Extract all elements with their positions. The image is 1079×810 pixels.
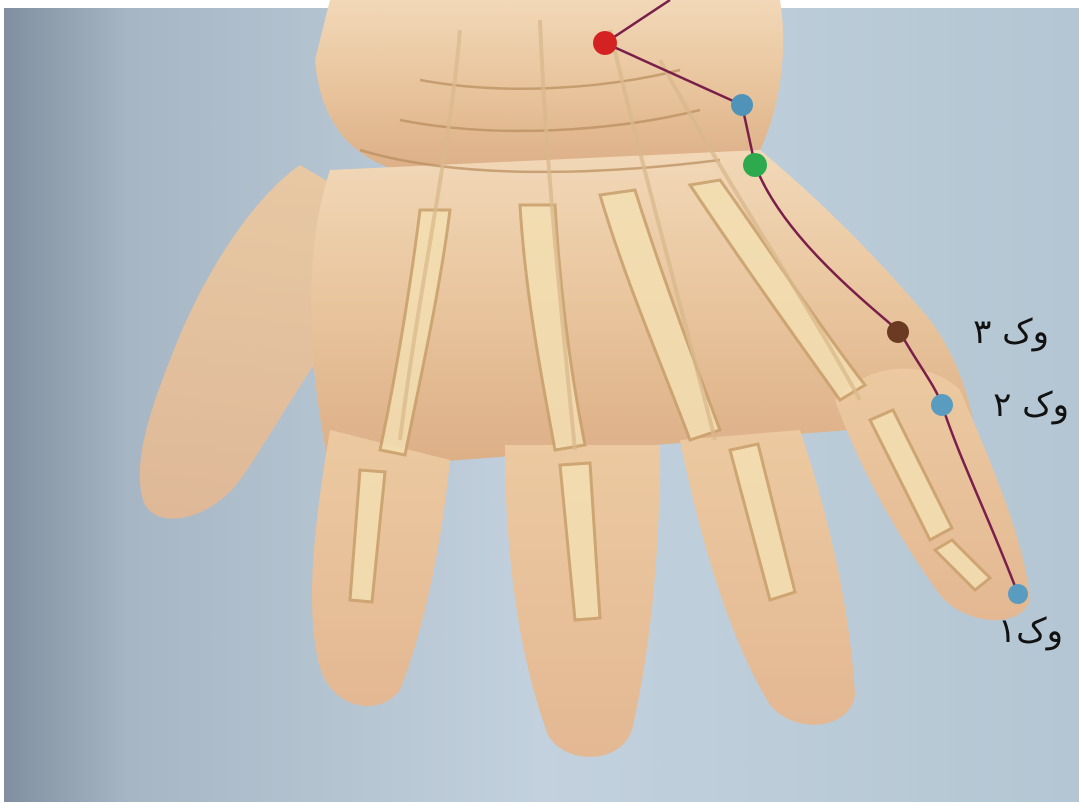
acupoint-vk3 <box>887 321 909 343</box>
label-vk2: وک ۲ <box>993 388 1069 422</box>
acupoint-green <box>743 153 767 177</box>
label-vk1: وک۱ <box>998 614 1063 648</box>
acupoint-red <box>593 31 617 55</box>
label-vk3: وک ۳ <box>973 315 1049 349</box>
acupoint-vk2 <box>931 394 953 416</box>
acupoint-blue-wrist <box>731 94 753 116</box>
acupoint-vk1 <box>1008 584 1028 604</box>
